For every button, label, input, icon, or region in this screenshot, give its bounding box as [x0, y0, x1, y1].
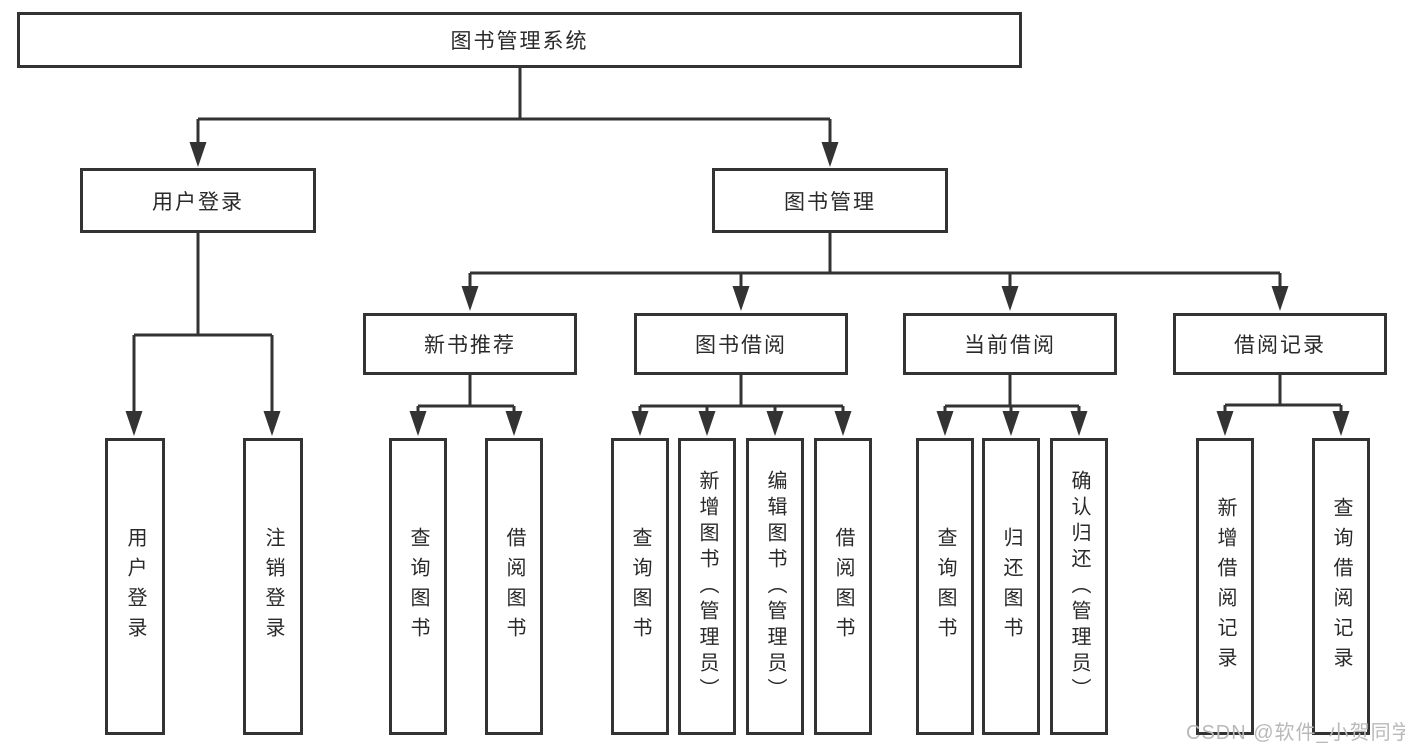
node-new-book-recommend-label: 新书推荐 — [424, 334, 516, 357]
node-book-management-label: 图书管理 — [784, 190, 876, 214]
leaf-query-borrow-record: 查询借阅记录 — [1312, 438, 1370, 735]
node-current-borrow: 当前借阅 — [903, 313, 1117, 375]
leaf-logout-label: 注销登录 — [262, 526, 284, 647]
leaf-borrow-books-1: 借阅图书 — [485, 438, 543, 735]
leaf-return-book: 归还图书 — [982, 438, 1040, 735]
leaf-borrow-books-2: 借阅图书 — [814, 438, 872, 735]
leaf-user-login-label: 用户登录 — [124, 526, 146, 647]
leaf-confirm-return-admin-label: 确认归还（管理员） — [1068, 469, 1090, 704]
leaf-user-login: 用户登录 — [105, 438, 165, 735]
leaf-confirm-return-admin: 确认归还（管理员） — [1050, 438, 1108, 735]
node-root-label: 图书管理系统 — [450, 30, 589, 53]
leaf-add-book-admin: 新增图书（管理员） — [678, 438, 736, 735]
leaf-query-borrow-record-label: 查询借阅记录 — [1330, 496, 1352, 677]
node-book-borrow: 图书借阅 — [634, 313, 848, 375]
node-new-book-recommend: 新书推荐 — [363, 313, 577, 375]
leaf-query-books-2: 查询图书 — [611, 438, 669, 735]
node-book-management: 图书管理 — [712, 168, 948, 233]
leaf-logout: 注销登录 — [243, 438, 303, 735]
leaf-edit-book-admin: 编辑图书（管理员） — [746, 438, 804, 735]
leaf-edit-book-admin-label: 编辑图书（管理员） — [764, 469, 786, 704]
leaf-query-books-1-label: 查询图书 — [407, 526, 429, 647]
node-user-login-label: 用户登录 — [152, 190, 244, 214]
leaf-query-books-3: 查询图书 — [916, 438, 974, 735]
node-user-login: 用户登录 — [80, 168, 316, 233]
leaf-add-book-admin-label: 新增图书（管理员） — [696, 469, 718, 704]
node-root: 图书管理系统 — [17, 12, 1022, 68]
csdn-watermark: CSDN @软件_小贺同学 — [1186, 722, 1405, 744]
leaf-borrow-books-2-label: 借阅图书 — [832, 526, 854, 647]
leaf-add-borrow-record-label: 新增借阅记录 — [1214, 496, 1236, 677]
node-borrow-record-label: 借阅记录 — [1234, 334, 1326, 357]
node-current-borrow-label: 当前借阅 — [964, 334, 1056, 357]
node-book-borrow-label: 图书借阅 — [695, 334, 787, 357]
leaf-query-books-1: 查询图书 — [389, 438, 447, 735]
node-borrow-record: 借阅记录 — [1173, 313, 1387, 375]
leaf-return-book-label: 归还图书 — [1000, 526, 1022, 647]
leaf-borrow-books-1-label: 借阅图书 — [503, 526, 525, 647]
leaf-query-books-3-label: 查询图书 — [934, 526, 956, 647]
leaf-query-books-2-label: 查询图书 — [629, 526, 651, 647]
leaf-add-borrow-record: 新增借阅记录 — [1196, 438, 1254, 735]
